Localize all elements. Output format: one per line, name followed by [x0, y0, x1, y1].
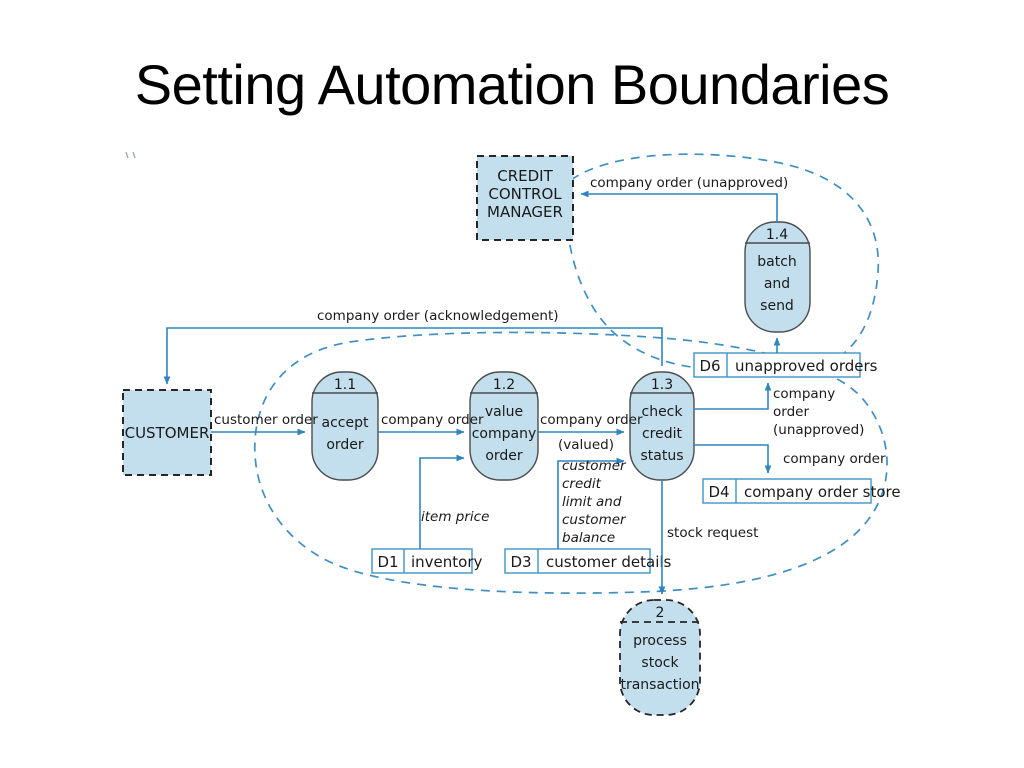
process-1-4[interactable]: 1.4 batch and send [744, 221, 811, 333]
flow-ccl-line3: limit and [562, 494, 622, 510]
process-1-4-name-line3: send [760, 298, 794, 314]
data-store-d6[interactable]: D6 unapproved orders [693, 352, 878, 378]
process-2-name-line3: transaction [620, 677, 699, 693]
flow-company-order-store: company order [694, 444, 886, 474]
process-2-name-line2: stock [641, 655, 679, 671]
flow-stock-request-label: stock request [667, 525, 758, 541]
data-store-d6-id: D6 [699, 357, 720, 375]
process-1-1-id: 1.1 [334, 377, 356, 393]
process-1-4-name-line2: and [764, 276, 790, 292]
automation-boundary-main [254, 331, 888, 594]
flow-item-price: item price [419, 454, 489, 549]
data-store-d4[interactable]: D4 company order store [702, 478, 901, 504]
process-1-2-name-line2: company [472, 426, 537, 442]
flow-customer-order-label: customer order [214, 412, 318, 428]
process-1-3-name-line1: check [642, 404, 684, 420]
decorative-ticks [125, 151, 136, 159]
process-1-4-name-line1: batch [757, 254, 797, 270]
process-1-2[interactable]: 1.2 value company order [469, 371, 539, 481]
process-1-4-id: 1.4 [766, 227, 788, 243]
flow-company-order-unapproved-to-ccm: company order (unapproved) [580, 175, 788, 222]
entity-credit-control-manager[interactable]: CREDIT CONTROL MANAGER [476, 155, 574, 241]
process-1-2-name-line1: value [485, 404, 523, 420]
data-store-d3[interactable]: D3 customer details [504, 548, 672, 574]
process-2-name-line1: process [633, 633, 687, 649]
process-2[interactable]: 2 process stock transaction [619, 599, 701, 716]
entity-customer[interactable]: CUSTOMER [122, 389, 212, 476]
data-store-d3-id: D3 [510, 553, 531, 571]
data-store-d1-name: inventory [411, 553, 483, 571]
process-1-2-name-line3: order [485, 448, 523, 464]
process-1-3-id: 1.3 [651, 377, 673, 393]
entity-ccm-label-line1: CREDIT [497, 167, 553, 185]
entity-customer-label: CUSTOMER [125, 424, 210, 442]
flow-ccl-line2: credit [562, 476, 602, 492]
process-1-3-name-line2: credit [642, 426, 683, 442]
flow-ccl-line1: customer [562, 458, 627, 474]
flow-cou-ccm-label: company order (unapproved) [590, 175, 788, 191]
data-store-d1-id: D1 [377, 553, 398, 571]
flow-company-order-1: company order [378, 412, 484, 436]
data-store-d4-name: company order store [744, 483, 901, 501]
flow-item-price-label: item price [421, 509, 489, 525]
process-1-2-id: 1.2 [493, 377, 515, 393]
flow-ccl-line4: customer [562, 512, 627, 528]
flow-company-order-store-label: company order [783, 451, 886, 467]
data-store-d4-id: D4 [708, 483, 729, 501]
entity-ccm-label-line3: MANAGER [487, 203, 563, 221]
flow-ack-label: company order (acknowledgement) [317, 308, 559, 324]
process-1-1[interactable]: 1.1 accept order [311, 371, 379, 481]
flow-company-order-acknowledgement: company order (acknowledgement) [163, 308, 663, 385]
flow-company-order-unapproved-store: company order (unapproved) [694, 382, 864, 438]
flow-cou-line2: order [773, 404, 809, 420]
flow-company-order-valued-line2: (valued) [558, 437, 614, 453]
flow-company-order-1-label: company order [381, 412, 484, 428]
process-1-1-name-line2: order [326, 437, 364, 453]
flow-company-order-valued-line1: company order [540, 412, 643, 428]
flow-cou-line1: company [773, 386, 835, 402]
process-1-1-name-line1: accept [322, 415, 369, 431]
process-1-3-name-line3: status [640, 448, 683, 464]
flow-ccl-line5: balance [562, 530, 615, 546]
flow-customer-order: customer order [211, 412, 318, 436]
entity-ccm-label-line2: CONTROL [488, 185, 562, 203]
process-2-id: 2 [656, 605, 665, 621]
data-store-d6-name: unapproved orders [735, 357, 878, 375]
flow-company-order-valued: company order (valued) [538, 412, 643, 453]
flow-cou-line3: (unapproved) [773, 422, 864, 438]
flow-customer-credit-limit-balance: customer credit limit and customer balan… [557, 457, 627, 549]
data-store-d1[interactable]: D1 inventory [371, 548, 483, 574]
flow-stock-request: stock request [658, 480, 758, 595]
page-title: Setting Automation Boundaries [134, 53, 890, 116]
data-store-d3-name: customer details [546, 553, 672, 571]
